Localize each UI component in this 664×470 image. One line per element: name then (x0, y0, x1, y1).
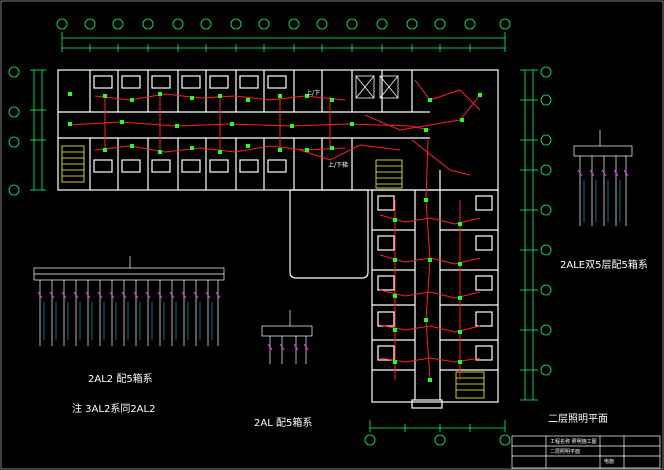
panel-2al-diagram (261, 310, 313, 364)
stairs (61, 145, 485, 399)
panel-2al2-circuit-text (43, 302, 213, 340)
floor-plan-title: 二层照明平面 (548, 414, 608, 425)
right-dimension-lines (520, 66, 552, 401)
left-dimension-lines (8, 66, 46, 196)
elevator-shafts (355, 75, 399, 99)
wiring (69, 79, 481, 381)
stair-label-2: 上/下梯 (328, 162, 349, 169)
top-dimension-lines (61, 32, 506, 52)
title-block-sheet: 电施 (604, 459, 615, 465)
panel-2al-breakers (267, 343, 309, 351)
panel-2ale-circuit-text (583, 180, 621, 222)
stair-label-1: 上/下 (306, 90, 321, 97)
panel-2al2-breakers (37, 291, 221, 299)
bottom-dimension-lines (364, 420, 511, 446)
title-block-project: 工程名称 照明施工图 (550, 439, 597, 445)
panel-2al2-title: 2AL2 配5箱系 (88, 374, 153, 385)
title-block-drawing-name: 二层照明平面 (550, 449, 581, 455)
panel-2al-title: 2AL 配5箱系 (254, 418, 313, 429)
note-3al2: 注 3AL2系同2AL2 (72, 404, 156, 415)
building-walls (57, 69, 499, 409)
panel-2al2-diagram (33, 256, 225, 346)
title-block (511, 435, 661, 469)
panel-2ale-title: 2ALE双5层配5箱系 (560, 260, 648, 271)
light-fixtures (68, 92, 482, 382)
axis-bubbles-top (56, 18, 511, 30)
panel-2ale-breakers (577, 169, 629, 177)
panel-2ale-diagram (573, 130, 633, 226)
